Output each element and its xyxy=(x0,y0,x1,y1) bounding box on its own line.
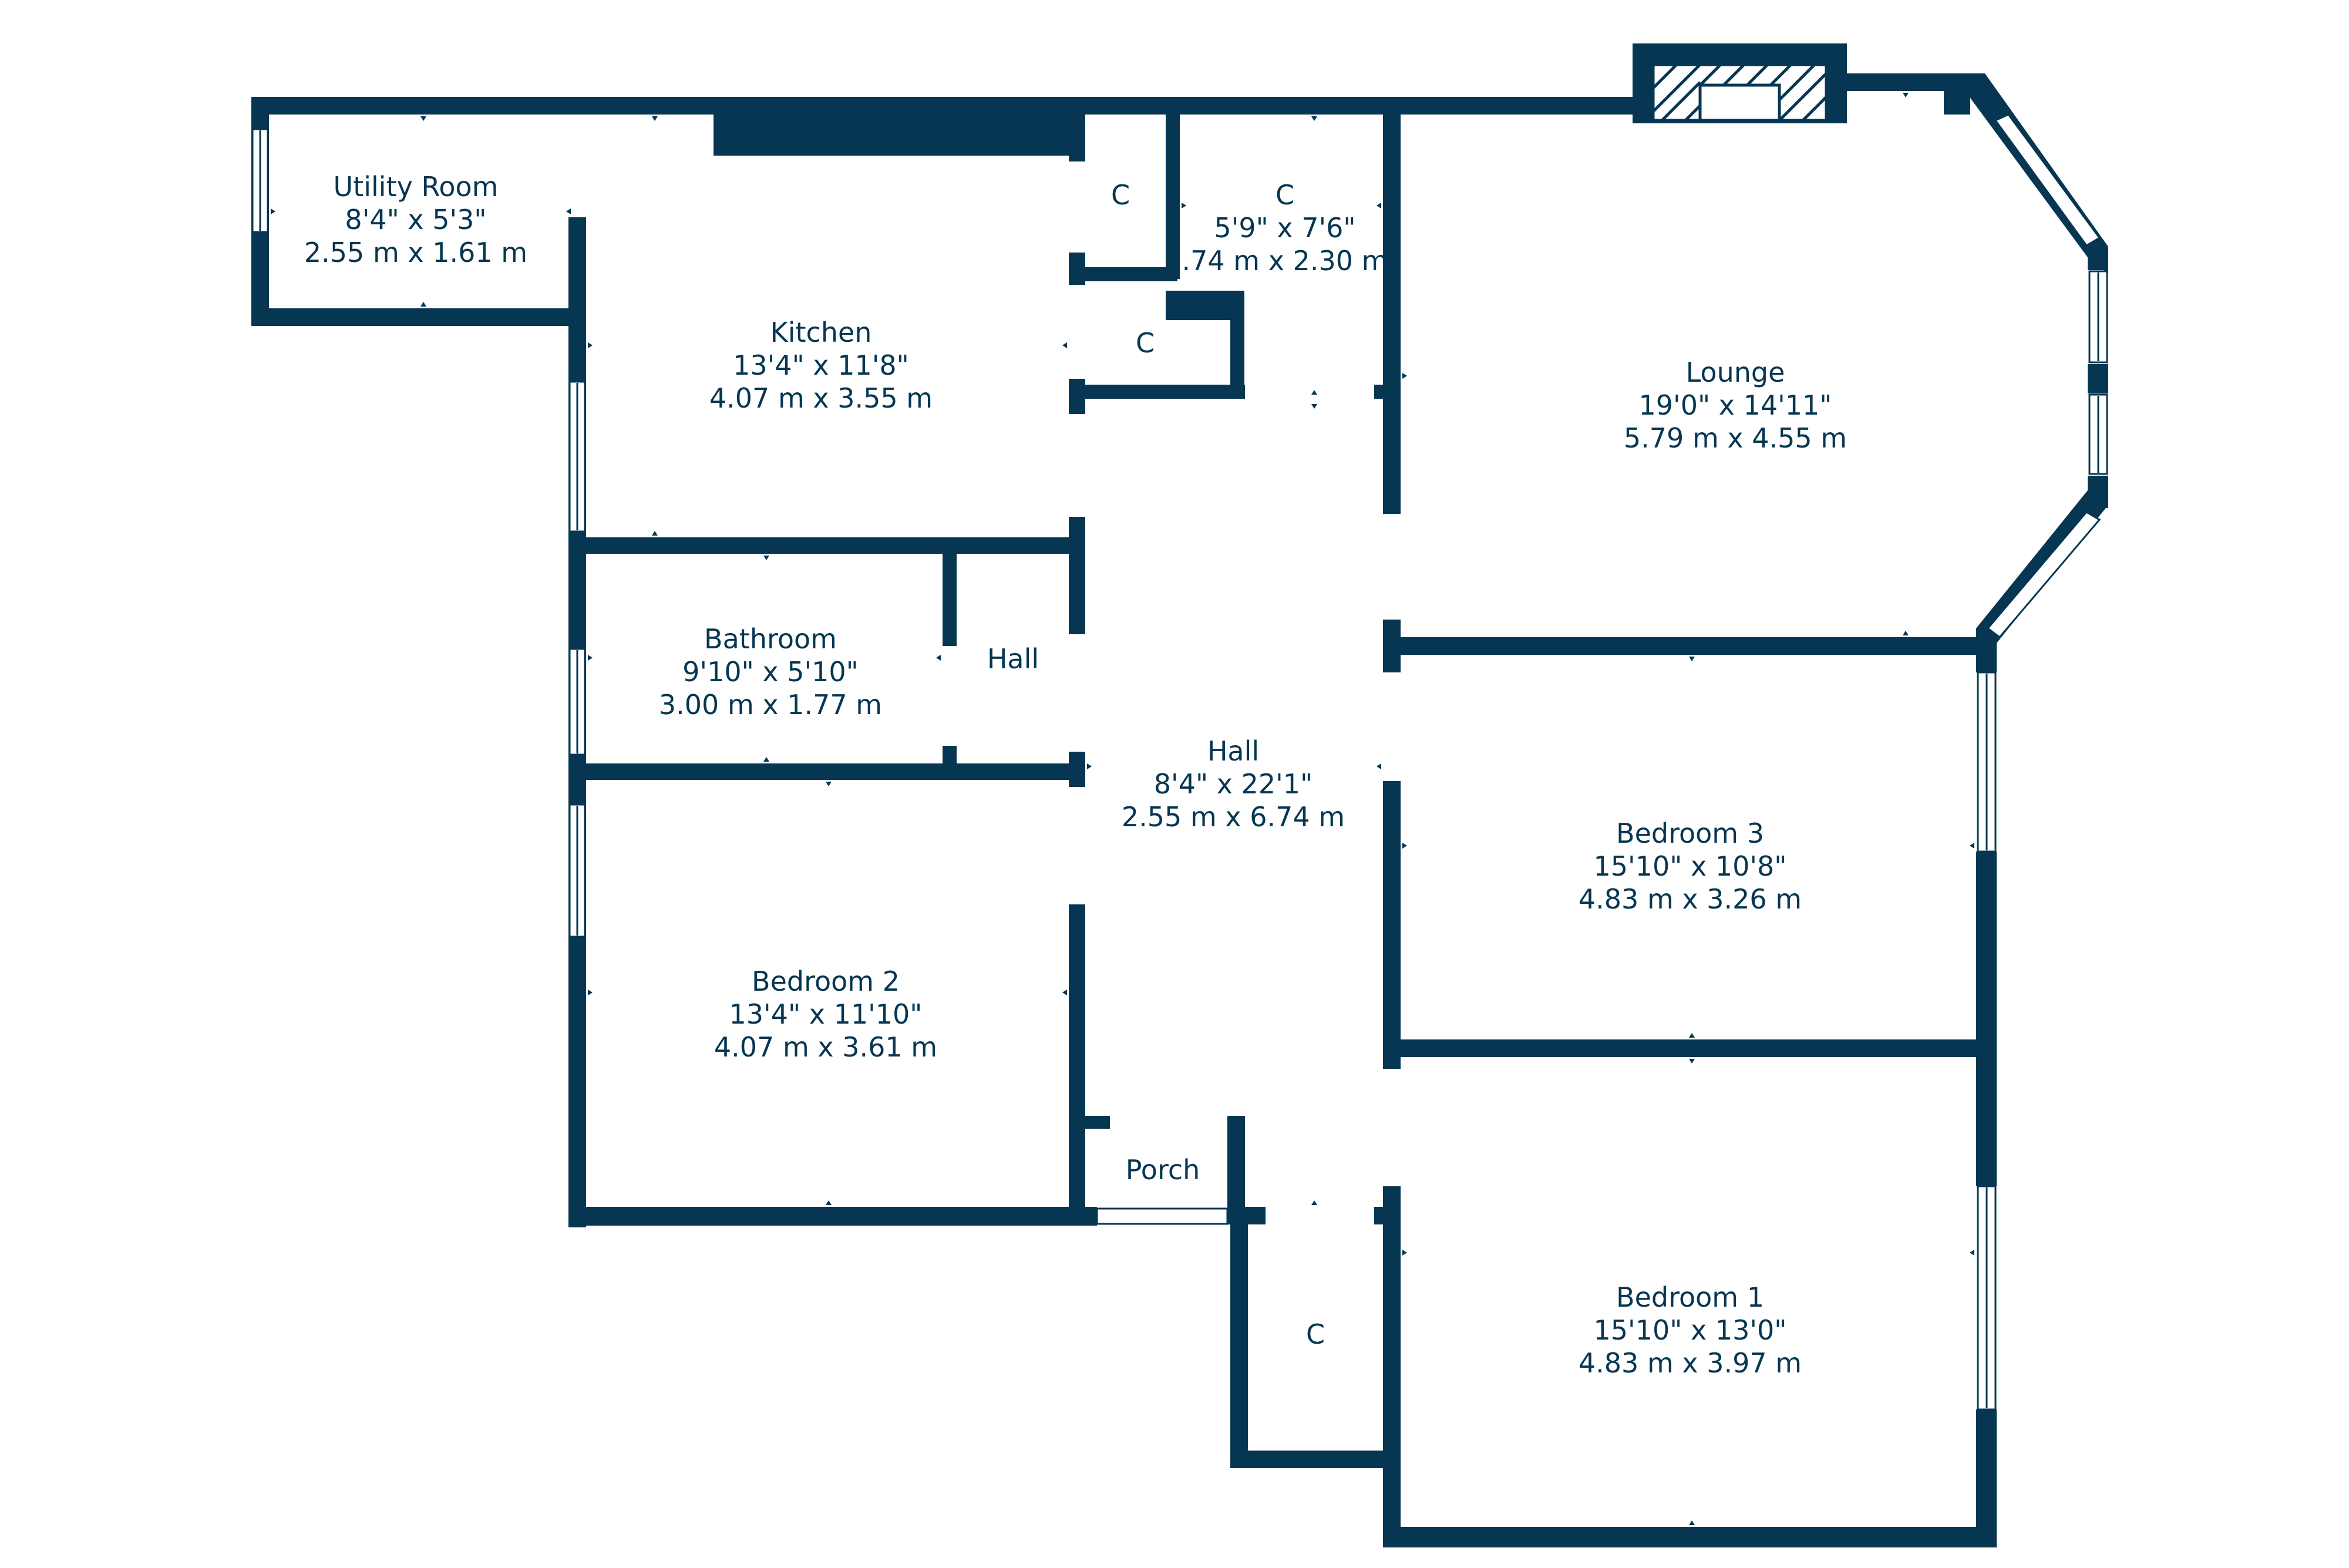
porch-name: Porch xyxy=(1126,1154,1200,1186)
bedroom-2-name: Bedroom 2 xyxy=(752,965,900,997)
bedroom-2-imperial: 13'4" x 11'10" xyxy=(729,998,923,1030)
wall-hall-right-1 xyxy=(1383,97,1401,514)
bedroom-3-name: Bedroom 3 xyxy=(1616,817,1764,849)
wall-porch-left-stub xyxy=(1075,1116,1110,1129)
wall-kitchen-bath xyxy=(568,537,1079,554)
wall-lounge-bed3 xyxy=(1392,637,1988,655)
wall-cupboard-divider xyxy=(1166,97,1180,279)
wall-hall-right-3 xyxy=(1383,781,1401,1069)
wall-cupboard4-bottom xyxy=(1230,1451,1401,1468)
room-labels: Utility Room 8'4" x 5'3" 2.55 m x 1.61 m… xyxy=(304,171,1847,1379)
lounge-imperial: 19'0" x 14'11" xyxy=(1639,389,1832,421)
lounge-metric: 5.79 m x 4.55 m xyxy=(1624,422,1847,454)
wall-hall-left-6 xyxy=(1069,904,1085,1222)
wall-bath-bed2 xyxy=(568,763,1079,780)
dimension-ticks xyxy=(271,93,1974,1525)
wall-cupboard4-top-r xyxy=(1374,1207,1401,1224)
kitchen-name: Kitchen xyxy=(770,317,872,348)
window-bay-upper xyxy=(1994,113,2101,247)
hall-name: Hall xyxy=(1207,735,1259,767)
windows xyxy=(251,113,2108,1411)
bedroom-3-metric: 4.83 m x 3.26 m xyxy=(1579,883,1802,915)
cupboard-3-name: C xyxy=(1136,327,1155,359)
hall-metric: 2.55 m x 6.74 m xyxy=(1122,801,1345,833)
wall-cupboard3-bottom xyxy=(1075,385,1245,399)
bedroom-3-imperial: 15'10" x 10'8" xyxy=(1594,850,1787,882)
bedroom-1-imperial: 15'10" x 13'0" xyxy=(1594,1314,1787,1346)
cupboard-2-metric: .74 m x 2.30 m xyxy=(1182,245,1388,277)
cupboard-2-imperial: 5'9" x 7'6" xyxy=(1214,212,1355,244)
wall-hall-right-4 xyxy=(1383,1186,1401,1547)
wall-cupboard2-step xyxy=(1166,291,1242,320)
wall-hall-left-4 xyxy=(1069,517,1085,634)
wall-right-2 xyxy=(1976,852,1997,1186)
wall-cupboard2-side xyxy=(1230,291,1244,396)
lounge-name: Lounge xyxy=(1686,356,1785,388)
wall-hall-left-1 xyxy=(1069,97,1085,161)
kitchen-imperial: 13'4" x 11'8" xyxy=(733,349,909,381)
wall-bed2-bottom xyxy=(568,1207,1097,1226)
wall-bay-right-2 xyxy=(2088,364,2108,393)
wall-bed1-bottom xyxy=(1383,1527,1997,1547)
wall-porch-right-stub xyxy=(1227,1116,1245,1129)
inner-hall-name: Hall xyxy=(987,643,1039,675)
bedroom-1-metric: 4.83 m x 3.97 m xyxy=(1579,1347,1802,1379)
window-bay-lower xyxy=(1986,511,2101,639)
wall-hall-left-5 xyxy=(1069,752,1085,787)
cupboard-2-name: C xyxy=(1276,179,1294,211)
fireplace xyxy=(1651,63,1828,122)
wall-bath-hall xyxy=(943,546,957,646)
bathroom-imperial: 9'10" x 5'10" xyxy=(682,656,859,688)
wall-porch-right xyxy=(1227,1116,1245,1224)
bedroom-1-name: Bedroom 1 xyxy=(1616,1281,1764,1313)
utility-room-name: Utility Room xyxy=(334,171,499,203)
hall-imperial: 8'4" x 22'1" xyxy=(1154,768,1313,800)
wall-right-3 xyxy=(1976,1409,1997,1547)
wall-bay-right-1 xyxy=(2088,247,2108,270)
window-porch-door xyxy=(1096,1207,1229,1225)
wall-utility-bottom xyxy=(251,308,586,326)
bathroom-name: Bathroom xyxy=(704,623,837,655)
bedroom-2-metric: 4.07 m x 3.61 m xyxy=(714,1031,937,1063)
wall-cupboard1-bottom xyxy=(1075,267,1177,281)
wall-bed3-bed1 xyxy=(1392,1039,1988,1057)
wall-utility-right xyxy=(573,97,587,115)
bathroom-metric: 3.00 m x 1.77 m xyxy=(659,689,882,721)
cupboard-1-name: C xyxy=(1111,179,1130,211)
utility-room-imperial: 8'4" x 5'3" xyxy=(345,204,486,235)
utility-room-metric: 2.55 m x 1.61 m xyxy=(304,237,527,268)
cupboard-4-name: C xyxy=(1306,1318,1325,1350)
kitchen-metric: 4.07 m x 3.55 m xyxy=(709,382,933,414)
kitchen-top-block xyxy=(714,97,1083,156)
wall-cupboard4-left xyxy=(1230,1207,1248,1465)
wall-bath-hall-low xyxy=(943,746,957,769)
wall-right-1 xyxy=(1976,640,1997,672)
